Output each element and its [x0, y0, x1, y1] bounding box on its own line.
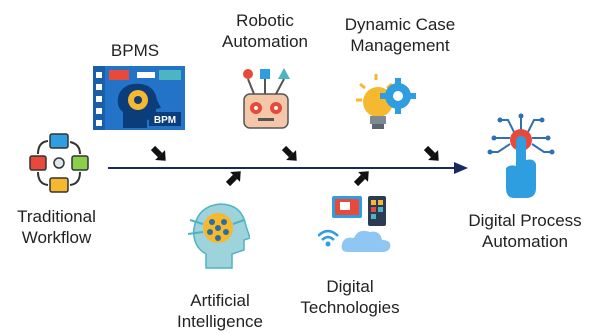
- down-arrow-icon: [423, 145, 439, 161]
- bpm-badge-text: BPM: [154, 115, 176, 126]
- down-arrow-icon: [281, 145, 297, 161]
- down-arrow-icon: [150, 145, 166, 161]
- touch-circuit-icon: [487, 113, 555, 198]
- traditional-workflow-label: Traditional Workflow: [17, 207, 96, 247]
- artificial-intelligence-label: Artificial Intelligence: [176, 291, 263, 331]
- ai-head-icon: [187, 203, 250, 269]
- digital-process-automation-label: Digital Process Automation: [468, 211, 582, 251]
- digital-technologies-label: Digital Technologies: [300, 277, 400, 317]
- robotic-automation-label: Robotic Automation: [222, 11, 308, 51]
- bpm-head-gear-icon: BPM: [93, 66, 185, 130]
- up-arrow-icon: [353, 171, 369, 187]
- devices-cloud-icon: [318, 196, 391, 252]
- robot-icon: [243, 68, 290, 129]
- up-arrow-icon: [225, 171, 241, 187]
- bpms-label: BPMS: [110, 41, 160, 60]
- dynamic-case-management-label: Dynamic Case Management: [344, 15, 456, 55]
- lightbulb-gear-icon: [356, 74, 416, 129]
- workflow-cycle-icon: [29, 133, 89, 193]
